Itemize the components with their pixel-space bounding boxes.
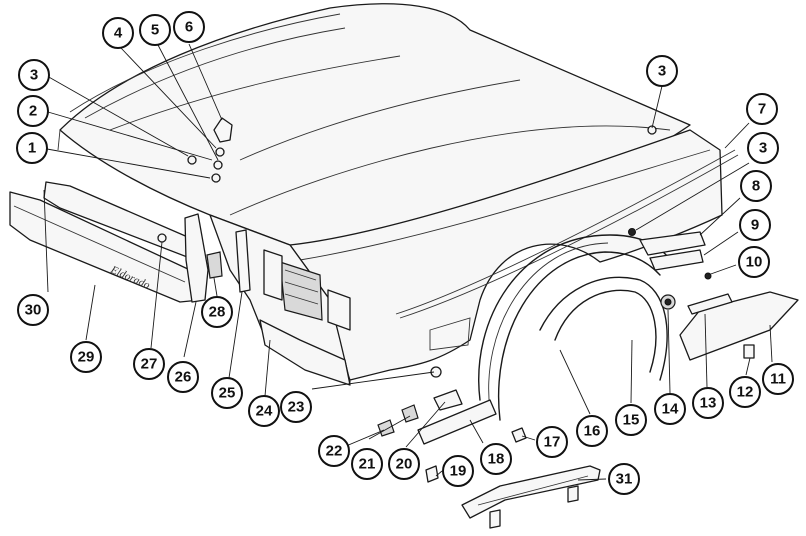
svg-text:17: 17 [544,434,561,451]
svg-text:23: 23 [288,399,305,416]
callout-19: 19 [442,455,474,487]
svg-text:25: 25 [219,385,236,402]
callout-20: 20 [388,448,420,480]
fender-extension [660,291,799,361]
callout-3: 3 [747,132,779,164]
callout-7: 7 [746,93,778,125]
callout-24: 24 [248,395,280,427]
svg-text:28: 28 [209,304,226,321]
svg-text:19: 19 [450,463,467,480]
callout-17: 17 [536,426,568,458]
callout-15: 15 [615,404,647,436]
callout-27: 27 [133,348,165,380]
svg-text:13: 13 [700,395,717,412]
callout-28: 28 [201,296,233,328]
callout-21: 21 [351,448,383,480]
svg-text:2: 2 [29,103,37,120]
wheel-opening-molding [478,234,673,421]
svg-text:1: 1 [28,140,36,157]
svg-text:8: 8 [752,178,760,195]
callout-6: 6 [173,11,205,43]
hood-hinge-assembly [628,228,712,280]
callout-9: 9 [739,209,771,241]
callout-22: 22 [318,435,350,467]
callout-16: 16 [576,415,608,447]
callout-11: 11 [762,363,794,395]
callout-10: 10 [738,246,770,278]
hood-ornament-stack [187,117,657,183]
callout-29: 29 [70,341,102,373]
svg-text:22: 22 [326,443,343,460]
callout-3: 3 [18,59,50,91]
svg-text:20: 20 [396,456,413,473]
svg-text:31: 31 [616,471,633,488]
svg-text:6: 6 [185,19,193,36]
bumper-guard [157,213,251,303]
callout-30: 30 [17,294,49,326]
callout-12: 12 [729,376,761,408]
callout-2: 2 [17,95,49,127]
svg-text:15: 15 [623,412,640,429]
svg-text:30: 30 [25,302,42,319]
support-bracket [461,465,601,529]
svg-text:11: 11 [770,371,786,388]
svg-text:3: 3 [759,140,767,157]
callout-8: 8 [740,170,772,202]
svg-text:26: 26 [175,369,192,386]
callout-5: 5 [139,14,171,46]
svg-text:3: 3 [30,67,38,84]
svg-text:29: 29 [78,349,95,366]
svg-text:12: 12 [737,384,754,401]
svg-text:14: 14 [662,401,679,418]
svg-text:9: 9 [751,217,759,234]
callout-23: 23 [280,391,312,423]
callout-25: 25 [211,377,243,409]
svg-text:3: 3 [658,63,666,80]
callout-26: 26 [167,361,199,393]
front-fender-body [289,129,739,381]
svg-text:24: 24 [256,403,273,420]
svg-text:7: 7 [758,101,766,118]
svg-text:27: 27 [141,356,158,373]
callout-14: 14 [654,393,686,425]
svg-text:10: 10 [746,254,763,271]
lower-body-parts [377,366,497,445]
callout-13: 13 [692,387,724,419]
callout-31: 31 [608,463,640,495]
callout-18: 18 [480,443,512,475]
svg-text:4: 4 [114,25,123,42]
callout-4: 4 [102,17,134,49]
callout-1: 1 [16,132,48,164]
svg-text:16: 16 [584,423,601,440]
svg-text:5: 5 [151,22,159,39]
svg-text:21: 21 [359,456,376,473]
fasteners [425,344,755,483]
wheelhouse-liner [539,276,668,381]
callout-3: 3 [646,55,678,87]
leader-lines [43,43,773,481]
front-bumper-fascia: Eldorado [9,181,201,303]
svg-text:18: 18 [488,451,505,468]
